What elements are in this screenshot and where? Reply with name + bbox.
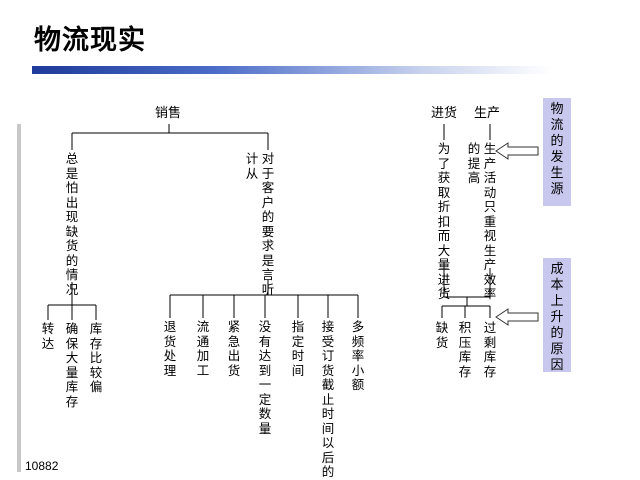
right-leaf-5: 指定时间 [291,319,305,378]
origin-box: 物流的发生源 [543,98,571,206]
left-leaf-3: 库存比较偏 [89,321,103,394]
right-leaf-1: 退货处理 [163,319,177,378]
left-leaf-2: 确保大量库存 [65,321,79,409]
origin-box-label: 物流的发生源 [550,102,564,197]
production-label: 生产 [474,106,501,121]
production-reason-cont: 的提高 [467,141,481,185]
left-leaf-1: 转达 [41,321,55,351]
result-backlog: 积压库存 [458,320,472,379]
right-leaf-4: 没有达到一定数量 [258,319,272,436]
right-leaf-3: 紧急出货 [227,319,241,378]
left-margin-strip [17,124,21,472]
title-underline-bar [32,66,552,74]
right-leaf-2: 流通加工 [196,319,210,378]
right-leaf-6: 接受订货截止时间以后的订货 [321,320,335,480]
result-stockout: 缺货 [435,320,449,350]
right-branch-label: 对于客户的要求是言听 [261,151,275,297]
cost-box: 成本上升的原因 [543,258,571,373]
production-reason: 生产活动只重视生产效率 [483,141,497,301]
result-overstock: 过剩库存 [483,320,497,379]
right-leaf-7: 多频率小额 [351,319,365,392]
purchase-label: 进货 [431,106,458,121]
slide-title: 物流现实 [34,25,146,56]
purchase-reason: 为了获取折扣而大量进货 [437,141,451,301]
sales-root-label: 销售 [155,106,182,121]
left-branch-label: 总是怕出现缺货的情况 [65,151,79,297]
arrow-icon [495,142,539,326]
right-branch-label-cont: 计从 [245,151,259,181]
cost-box-label: 成本上升的原因 [550,262,564,373]
footer-code: 10882 [25,459,59,473]
